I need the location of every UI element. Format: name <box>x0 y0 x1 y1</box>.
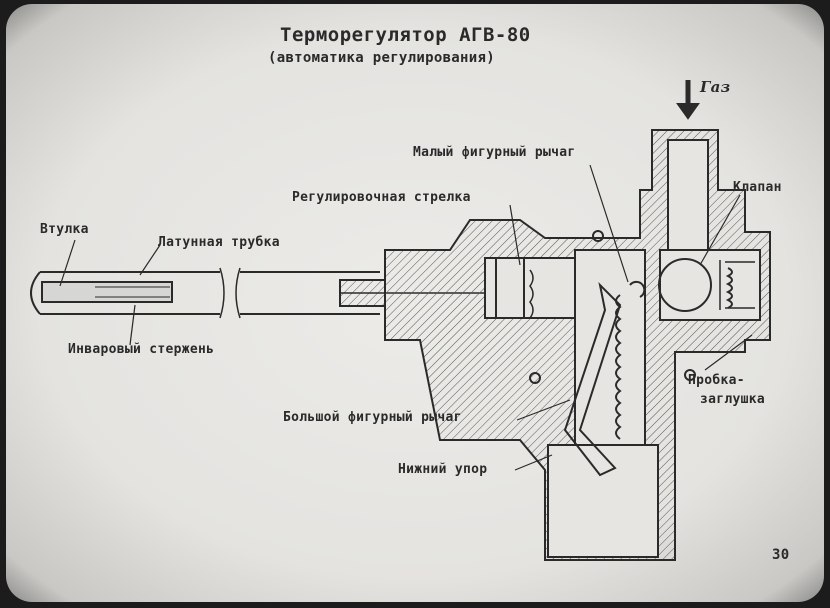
page-number: 30 <box>772 547 790 563</box>
slide-subtitle: (автоматика регулирования) <box>268 50 495 66</box>
regulator-body <box>384 129 771 561</box>
label-invar-rod: Инваровый стержень <box>68 342 215 357</box>
label-valve: Клапан <box>733 180 782 195</box>
label-small-lever: Малый фигурный рычаг <box>413 145 576 160</box>
label-large-lever: Большой фигурный рычаг <box>283 410 462 425</box>
label-adjust-arrow: Регулировочная стрелка <box>292 190 471 205</box>
label-lower-stop: Нижний упор <box>398 462 488 477</box>
label-plug-line1: Пробка- <box>688 373 745 388</box>
slide-title: Терморегулятор АГВ-80 <box>280 24 531 46</box>
gas-label: Газ <box>700 78 731 96</box>
label-brass-tube: Латунная трубка <box>158 235 280 250</box>
label-bushing: Втулка <box>40 222 89 237</box>
leader-lines <box>59 164 753 471</box>
label-plug-line2: заглушка <box>700 392 766 407</box>
gas-arrow-icon <box>676 80 700 120</box>
brass-tube <box>30 267 380 319</box>
large-lever <box>563 280 646 477</box>
